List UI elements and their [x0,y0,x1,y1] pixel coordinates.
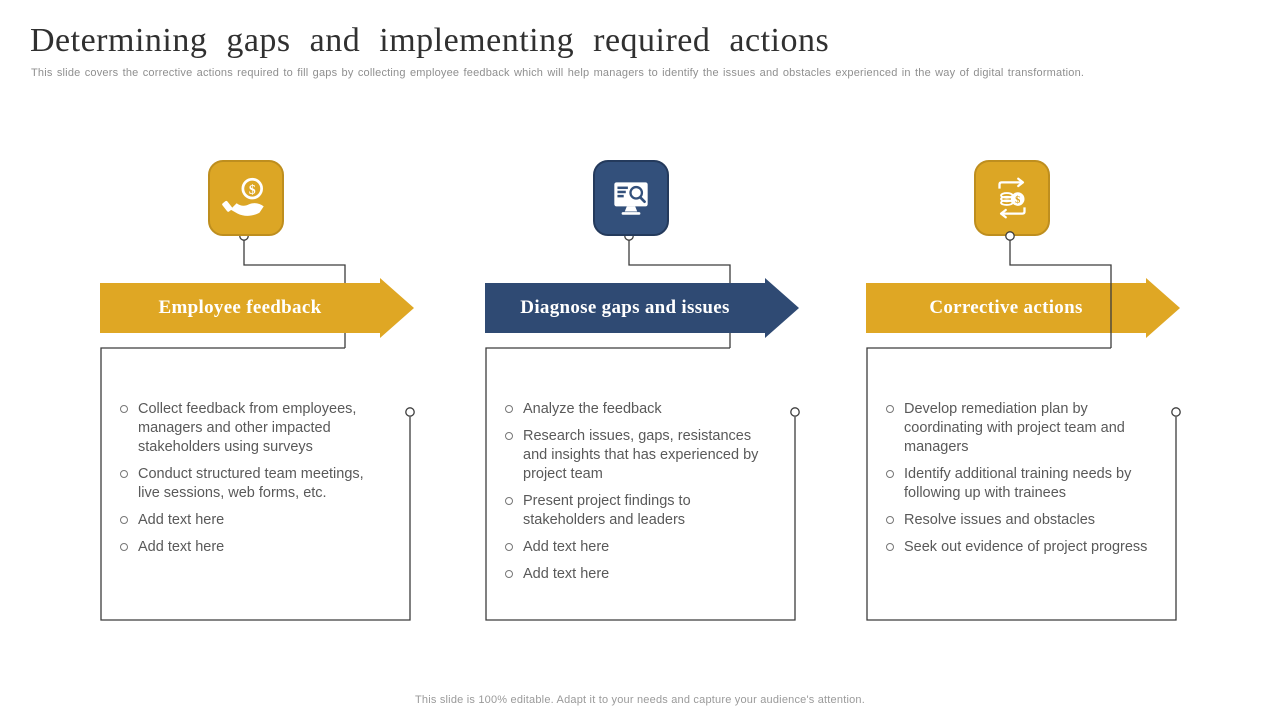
bullet-circle-icon [120,543,128,551]
arrow-banner-shape [100,278,414,338]
banner-diagnose-gaps[interactable]: Diagnose gaps and issues [485,278,801,338]
bullet-circle-icon [120,516,128,524]
list-item: Research issues, gaps, resistances and i… [505,427,767,484]
monitor-search-glyph [614,182,648,215]
list-item: Conduct structured team meetings, live s… [120,465,382,503]
bullet-circle-icon [886,470,894,478]
arrow-banner-shape [866,278,1180,338]
connector-node-icon [1171,407,1181,417]
svg-text:$: $ [249,182,256,197]
bullet-circle-icon [120,405,128,413]
list-item: Develop remediation plan by coordinating… [886,400,1148,457]
connector-lines [866,231,1181,621]
bullet-circle-icon [505,570,513,578]
connector-node-icon [1005,231,1015,241]
column-employee-feedback: $ Employee feedback Collect feedback fro… [100,150,420,635]
bullet-list: Develop remediation plan by coordinating… [886,400,1148,565]
bullet-text: Add text here [523,566,610,582]
bullet-circle-icon [120,470,128,478]
arrow-banner-shape [485,278,799,338]
page-title: Determining gaps and implementing requir… [30,22,830,59]
bullet-text: Identify additional training needs by fo… [904,466,1132,501]
list-item: Analyze the feedback [505,400,767,419]
hand-coin-icon[interactable]: $ [208,160,284,236]
bullet-circle-icon [886,543,894,551]
bullet-text: Conduct structured team meetings, live s… [138,466,364,501]
bullet-text: Seek out evidence of project progress [904,539,1148,555]
bullet-text: Research issues, gaps, resistances and i… [523,428,759,482]
banner-label: Employee feedback [158,297,322,318]
column-corrective-actions: $ Corrective actions Develop remediation… [866,150,1186,635]
bullet-circle-icon [886,516,894,524]
bullet-text: Present project findings to stakeholders… [523,493,691,528]
bullet-text: Add text here [523,539,610,555]
list-item: Identify additional training needs by fo… [886,465,1148,503]
connector-node-icon [790,407,800,417]
bullet-circle-icon [886,405,894,413]
list-item: Resolve issues and obstacles [886,511,1148,530]
bullet-text: Collect feedback from employees, manager… [138,401,357,455]
bullet-circle-icon [505,432,513,440]
footer-note: This slide is 100% editable. Adapt it to… [415,694,865,706]
bullet-text: Add text here [138,539,225,555]
banner-label: Corrective actions [929,297,1083,318]
bullet-circle-icon [505,405,513,413]
bullet-text: Develop remediation plan by coordinating… [904,401,1125,455]
bullet-text: Analyze the feedback [523,401,662,417]
bullet-circle-icon [505,543,513,551]
slide-subtitle: This slide covers the corrective actions… [31,67,1085,79]
monitor-search-icon[interactable] [593,160,669,236]
column-diagnose-gaps: Diagnose gaps and issues Analyze the fee… [485,150,805,635]
bullet-text: Add text here [138,512,225,528]
bullet-circle-icon [505,497,513,505]
list-item: Present project findings to stakeholders… [505,492,767,530]
list-item: Collect feedback from employees, manager… [120,400,382,457]
coins-cycle-glyph: $ [998,177,1026,219]
list-item[interactable]: Add text here [120,511,382,530]
bullet-list: Collect feedback from employees, manager… [120,400,382,565]
banner-employee-feedback[interactable]: Employee feedback [100,278,416,338]
svg-text:$: $ [1015,195,1020,206]
list-item[interactable]: Add text here [505,565,767,584]
banner-label: Diagnose gaps and issues [520,297,730,318]
bullet-text: Resolve issues and obstacles [904,512,1096,528]
banner-corrective-actions[interactable]: Corrective actions [866,278,1182,338]
list-item[interactable]: Add text here [120,538,382,557]
list-item: Seek out evidence of project progress [886,538,1148,557]
hand-coin-glyph: $ [222,177,264,216]
connector-node-icon [405,407,415,417]
list-item[interactable]: Add text here [505,538,767,557]
